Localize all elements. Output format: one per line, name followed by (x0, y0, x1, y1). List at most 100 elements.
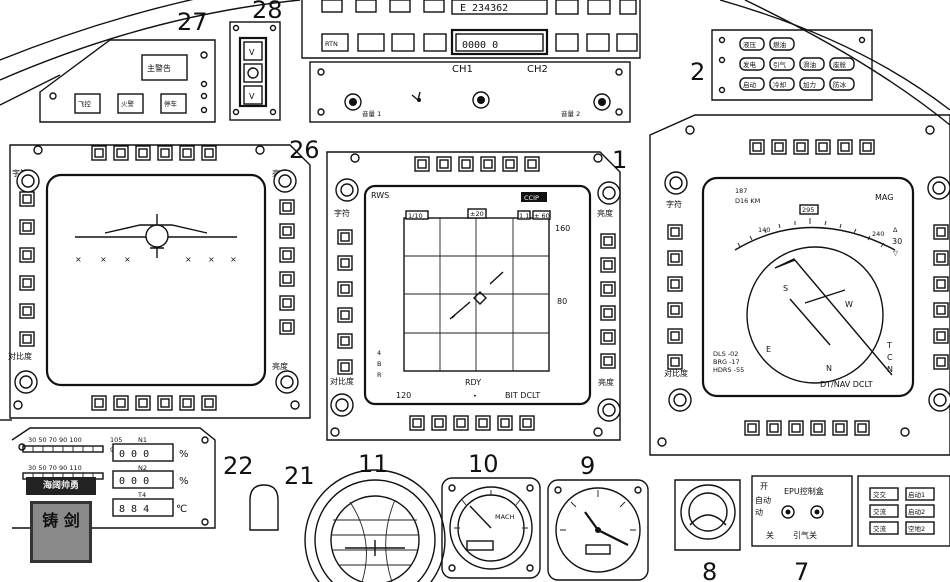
right-mfd-left-button-2[interactable] (667, 250, 683, 266)
right-mfd-bottom-button-3[interactable] (788, 420, 804, 436)
right-mfd-top-button-4[interactable] (815, 139, 831, 155)
right-mfd-right-button-1[interactable] (933, 224, 949, 240)
center-mfd-right-button-4[interactable] (600, 305, 616, 321)
left-mfd-knob-br[interactable] (275, 370, 299, 394)
left-mfd-left-button-1[interactable] (19, 191, 35, 207)
center-mfd-left-button-3[interactable] (337, 281, 353, 297)
left-mfd-left-button-2[interactable] (19, 219, 35, 235)
left-mfd-knob-tl[interactable] (16, 169, 40, 193)
center-mfd-right-button-1[interactable] (600, 233, 616, 249)
hsi-display: 187 D16 KM MAG 295 140 240 Δ 30 ▽ S W E … (713, 187, 902, 389)
right-mfd-knob-bl[interactable] (668, 388, 692, 412)
left-mfd-right-button-5[interactable] (279, 295, 295, 311)
right-mfd-knob-tl[interactable] (664, 171, 688, 195)
center-mfd-knob-bl[interactable] (330, 393, 354, 417)
right-mfd-right-button-5[interactable] (933, 328, 949, 344)
center-mfd-top-button-3[interactable] (458, 156, 474, 172)
center-mfd-left-button-2[interactable] (337, 255, 353, 271)
gear-lamp-3[interactable] (243, 85, 263, 105)
right-mfd-top-button-1[interactable] (749, 139, 765, 155)
right-mfd-bottom-button-2[interactable] (766, 420, 782, 436)
center-mfd-left-button-1[interactable] (337, 229, 353, 245)
left-mfd-bottom-button-1[interactable] (91, 395, 107, 411)
center-mfd-right-button-3[interactable] (600, 281, 616, 297)
left-mfd-top-button-1[interactable] (91, 145, 107, 161)
right-mfd: 字符 对比度 187 D16 KM MAG 295 140 240 Δ 30 ▽… (649, 114, 950, 456)
right-mfd-left-button-1-face (670, 227, 680, 237)
left-mfd-bottom-button-2[interactable] (113, 395, 129, 411)
center-mfd-bottom-button-4[interactable] (475, 415, 491, 431)
left-mfd-top-button-5[interactable] (179, 145, 195, 161)
right-mfd-bottom-button-6[interactable] (854, 420, 870, 436)
left-mfd-knob-tr[interactable] (273, 169, 297, 193)
left-mfd-bottom-button-5[interactable] (179, 395, 195, 411)
center-mfd-top-button-5[interactable] (502, 156, 518, 172)
right-mfd-top-button-5[interactable] (837, 139, 853, 155)
right-mfd-top-button-6[interactable] (859, 139, 875, 155)
right-mfd-right-button-6[interactable] (933, 354, 949, 370)
right-mfd-knob-br[interactable] (928, 388, 950, 412)
left-mfd-left-button-5[interactable] (19, 303, 35, 319)
center-mfd-knob-tl[interactable] (335, 178, 359, 202)
svg-text:B: B (377, 360, 381, 368)
right-mfd-bottom-button-5[interactable] (832, 420, 848, 436)
center-mfd-top-button-6[interactable] (524, 156, 540, 172)
right-mfd-bottom-button-4[interactable] (810, 420, 826, 436)
center-mfd-bottom-button-5[interactable] (497, 415, 513, 431)
center-mfd-knob-br[interactable] (597, 398, 621, 422)
left-mfd-bottom-button-4[interactable] (157, 395, 173, 411)
right-mfd-right-button-2[interactable] (933, 250, 949, 266)
center-mfd-right-button-2[interactable] (600, 257, 616, 273)
left-mfd-top-button-3[interactable] (135, 145, 151, 161)
right-mfd-left-button-4[interactable] (667, 302, 683, 318)
center-mfd-top-button-4[interactable] (480, 156, 496, 172)
left-mfd-bottom-button-3[interactable] (135, 395, 151, 411)
center-mfd-bottom-button-2[interactable] (431, 415, 447, 431)
gear-lamp-1[interactable] (243, 41, 263, 61)
master-caution-lamp[interactable] (141, 54, 188, 81)
left-mfd-right-button-2[interactable] (279, 223, 295, 239)
left-mfd-left-button-4[interactable] (19, 275, 35, 291)
right-mfd-left-button-3[interactable] (667, 276, 683, 292)
left-mfd-left-button-6[interactable] (19, 331, 35, 347)
lamp-flight-control[interactable] (74, 93, 101, 114)
right-mfd-top-button-3[interactable] (793, 139, 809, 155)
right-mfd-bottom-button-1[interactable] (744, 420, 760, 436)
center-mfd-right-button-5[interactable] (600, 329, 616, 345)
item-21-handle[interactable] (249, 484, 279, 531)
lamp-fire[interactable] (117, 93, 144, 114)
center-mfd-right-button-6[interactable] (600, 353, 616, 369)
center-mfd-left-button-5[interactable] (337, 333, 353, 349)
center-mfd-left-button-4[interactable] (337, 307, 353, 323)
center-mfd-bottom-button-1[interactable] (409, 415, 425, 431)
right-mfd-top-button-2[interactable] (771, 139, 787, 155)
center-mfd-bottom-button-3[interactable] (453, 415, 469, 431)
left-mfd-right-button-6[interactable] (279, 319, 295, 335)
center-mfd-left-button-6[interactable] (337, 359, 353, 375)
left-mfd-right-button-4[interactable] (279, 271, 295, 287)
left-mfd-top-button-6[interactable] (201, 145, 217, 161)
left-mfd-top-button-2[interactable] (113, 145, 129, 161)
right-mfd-right-button-4[interactable] (933, 302, 949, 318)
right-mfd-knob-tr[interactable] (927, 176, 950, 200)
right-mfd-left-button-1[interactable] (667, 224, 683, 240)
center-mfd-top-button-2[interactable] (436, 156, 452, 172)
left-mfd-right-button-3[interactable] (279, 247, 295, 263)
lamp-shutdown[interactable] (160, 93, 187, 114)
gear-lamp-2[interactable] (243, 63, 263, 83)
display-e (451, 0, 548, 15)
left-mfd-bottom-button-6[interactable] (201, 395, 217, 411)
center-mfd-knob-tr[interactable] (597, 181, 621, 205)
center-mfd-bottom-button-6[interactable] (519, 415, 535, 431)
right-mfd-left-button-5[interactable] (667, 328, 683, 344)
left-mfd-left-button-3[interactable] (19, 247, 35, 263)
right-mfd-left-button-6[interactable] (667, 354, 683, 370)
right-mfd-top-button-1-face (752, 142, 762, 152)
left-mfd-top-button-4[interactable] (157, 145, 173, 161)
rtn-button[interactable] (321, 33, 349, 52)
svg-text:0000 0: 0000 0 (462, 40, 498, 51)
left-mfd-right-button-1[interactable] (279, 199, 295, 215)
left-mfd-knob-bl[interactable] (14, 370, 38, 394)
center-mfd-top-button-1[interactable] (414, 156, 430, 172)
right-mfd-right-button-3[interactable] (933, 276, 949, 292)
